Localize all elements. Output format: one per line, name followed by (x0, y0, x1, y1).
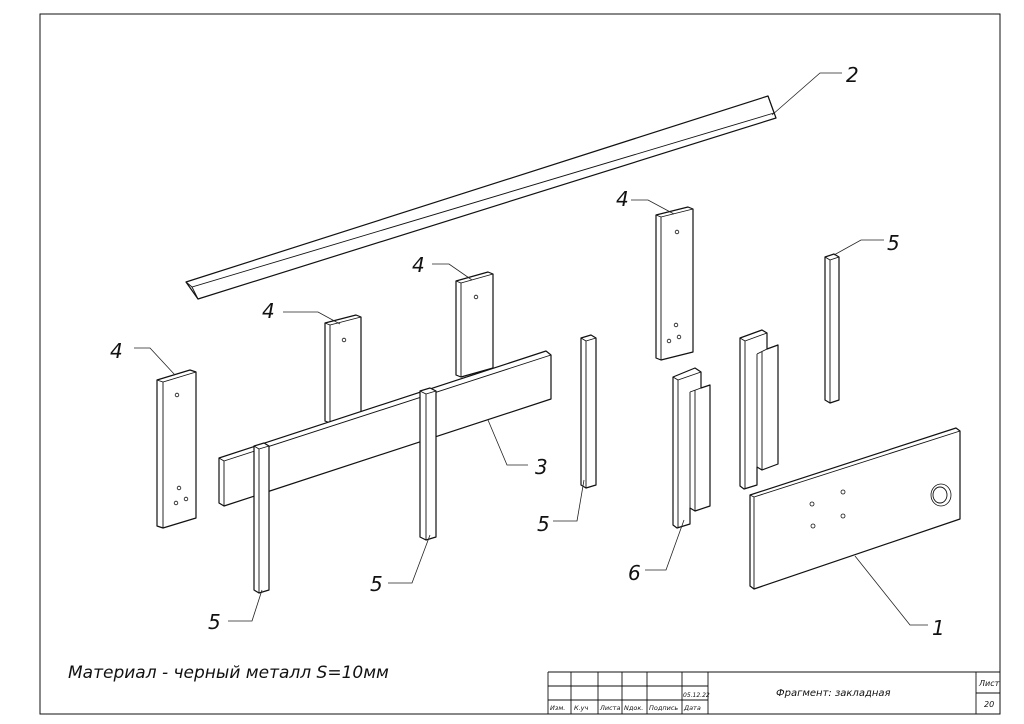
tb-date: 05.12.22 (683, 692, 710, 699)
part-5-rib-c (580, 334, 597, 489)
callout-part-4-d: 4 (616, 187, 629, 211)
part-1-base-plate (749, 427, 961, 590)
callout-part-2: 2 (846, 63, 859, 87)
material-note: Материал - черный металл S=10мм (68, 663, 389, 683)
part-2-flat-bar (185, 95, 777, 300)
leader-lines (134, 72, 928, 626)
callout-part-5-d: 5 (887, 231, 900, 255)
part-4-plate-c (455, 271, 494, 378)
tb-col-kuch: К.уч (574, 704, 589, 712)
tb-sheet-label: Лист (978, 679, 1000, 688)
tb-col-lista: Листа (599, 704, 620, 712)
callout-part-5-c: 5 (537, 512, 550, 536)
tb-col-data: Дата (683, 704, 701, 712)
tb-col-ndok: Nдок. (624, 704, 643, 712)
tb-col-izm: Изм. (550, 704, 565, 712)
part-6-channel-b (672, 367, 711, 529)
tb-sheet-number: 20 (984, 700, 994, 709)
frame-border (39, 13, 1001, 715)
part-5-rib-b (419, 387, 437, 541)
title-block: Изм. К.уч Листа Nдок. Подпись Дата 05.12… (547, 671, 1000, 714)
part-3-strip (218, 350, 552, 507)
tb-drawing-name: Фрагмент: закладная (776, 688, 891, 699)
part-4-plate-a (156, 369, 197, 529)
part-5-rib-a (253, 442, 270, 594)
callout-part-5-b: 5 (370, 572, 383, 596)
callout-part-4-a: 4 (110, 339, 123, 363)
callout-part-1: 1 (932, 616, 945, 640)
tb-col-podpis: Подпись (649, 704, 678, 712)
part-5-rib-d (824, 253, 840, 404)
part-4-plate-b (324, 314, 362, 424)
part-4-plate-d (655, 206, 694, 361)
callout-part-4-c: 4 (412, 253, 425, 277)
callout-part-3: 3 (535, 455, 548, 479)
callout-labels: 2 4 4 4 4 5 5 5 5 3 6 1 (110, 63, 945, 640)
callout-part-5-a: 5 (208, 610, 221, 634)
callout-part-6: 6 (628, 561, 641, 585)
part-6-channel-a (739, 329, 779, 490)
callout-part-4-b: 4 (262, 299, 275, 323)
